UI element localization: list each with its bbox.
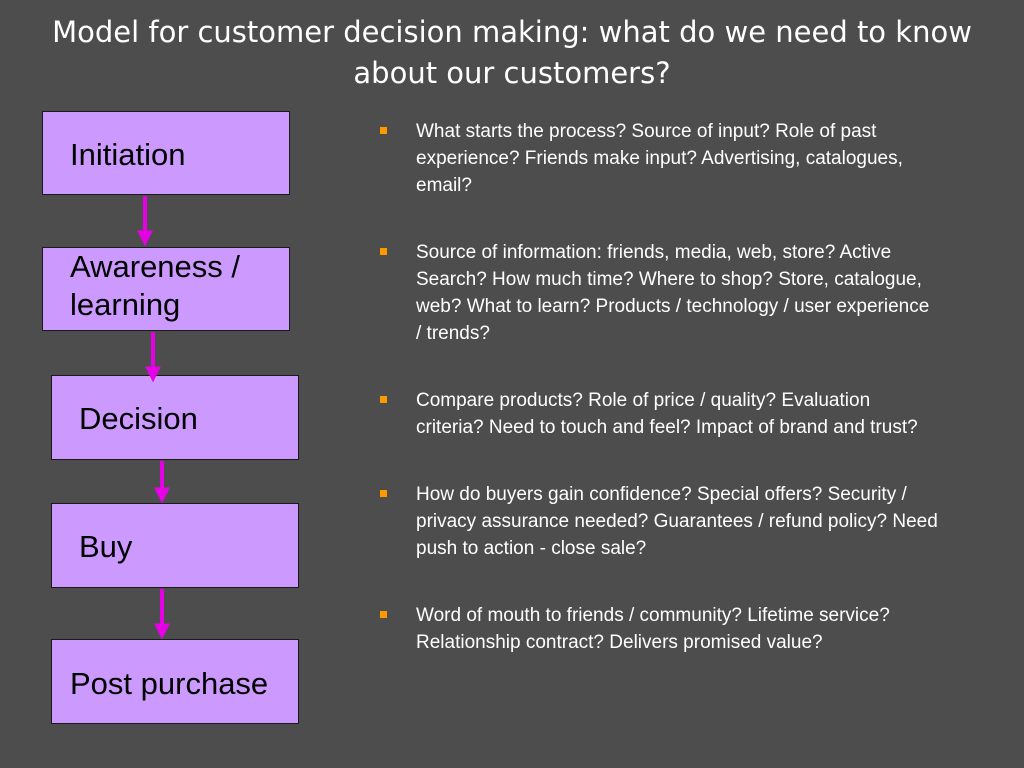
list-item: Word of mouth to friends / community? Li… bbox=[378, 602, 938, 656]
flow-step-awareness-learning: Awareness / learning bbox=[42, 247, 290, 331]
flow-step-initiation: Initiation bbox=[42, 111, 290, 195]
list-item-text: How do buyers gain confidence? Special o… bbox=[416, 484, 938, 559]
square-bullet-icon bbox=[380, 611, 387, 618]
flow-step-label: Decision bbox=[79, 401, 198, 436]
list-item-text: What starts the process? Source of input… bbox=[416, 121, 903, 196]
question-list: What starts the process? Source of input… bbox=[378, 118, 938, 696]
list-item: Compare products? Role of price / qualit… bbox=[378, 387, 938, 441]
list-item-text: Compare products? Role of price / qualit… bbox=[416, 390, 918, 438]
list-item: Source of information: friends, media, w… bbox=[378, 239, 938, 347]
list-item: How do buyers gain confidence? Special o… bbox=[378, 481, 938, 562]
flow-step-label: Awareness / learning bbox=[70, 249, 241, 322]
square-bullet-icon bbox=[380, 127, 387, 134]
flow-step-post-purchase: Post purchase bbox=[51, 639, 299, 724]
square-bullet-icon bbox=[380, 248, 387, 255]
flow-step-label: Initiation bbox=[70, 137, 186, 172]
list-item: What starts the process? Source of input… bbox=[378, 118, 938, 199]
flow-step-decision: Decision bbox=[51, 375, 299, 460]
flow-step-label: Buy bbox=[79, 529, 133, 564]
square-bullet-icon bbox=[380, 396, 387, 403]
flow-step-label: Post purchase bbox=[70, 666, 269, 701]
list-item-text: Source of information: friends, media, w… bbox=[416, 242, 930, 344]
square-bullet-icon bbox=[380, 490, 387, 497]
list-item-text: Word of mouth to friends / community? Li… bbox=[416, 605, 890, 653]
slide-title: Model for customer decision making: what… bbox=[52, 15, 972, 90]
flow-step-buy: Buy bbox=[51, 503, 299, 588]
